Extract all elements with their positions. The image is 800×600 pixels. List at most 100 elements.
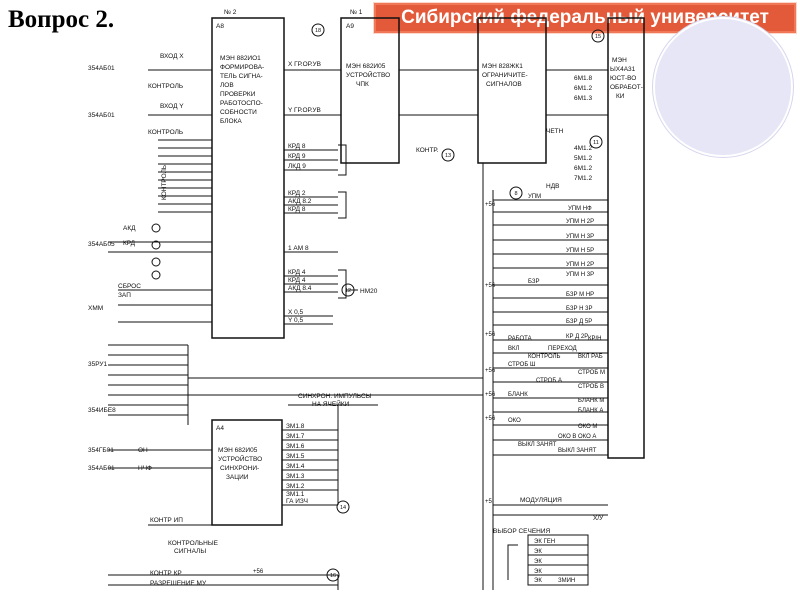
sig-right-gm: 6М1.8 6М1.2 6М1.3 4М1.2 5М1.2 6М1.2 7М1.… bbox=[574, 75, 592, 182]
label-kontr-kr: КОНТР КР bbox=[150, 570, 182, 577]
svg-text:+56: +56 bbox=[485, 202, 496, 208]
ref-b: 354АБ01 bbox=[88, 112, 115, 119]
svg-text:12: 12 bbox=[345, 288, 351, 294]
svg-text:ВКЛ: ВКЛ bbox=[508, 346, 519, 352]
svg-text:ЗМ1.8: ЗМ1.8 bbox=[286, 423, 305, 430]
label-kontr-ip: КОНТР ИП bbox=[150, 517, 183, 524]
svg-text:УПМ Н 3Р: УПМ Н 3Р bbox=[566, 272, 594, 278]
supply-labels: +56 +56 +56 +56 +56 +56 +5 +56 bbox=[253, 202, 496, 575]
svg-text:ОКО А: ОКО А bbox=[578, 434, 596, 440]
svg-text:18: 18 bbox=[315, 28, 321, 34]
svg-text:КИ: КИ bbox=[616, 93, 625, 100]
svg-text:15: 15 bbox=[595, 34, 601, 40]
sig-y-ch: Y 0,5 bbox=[288, 317, 303, 324]
label-kontrol-2: КОНТРОЛЬ bbox=[148, 129, 183, 136]
svg-text:МЭН 828ЖК1: МЭН 828ЖК1 bbox=[482, 63, 523, 70]
sig-kpd2: КРД 2 bbox=[288, 190, 306, 197]
svg-text:ЗМИН: ЗМИН bbox=[558, 578, 575, 584]
block-a5-text: МЭН 828ЖК1 ОГРАНИЧИТЕ- СИГНАЛОВ bbox=[482, 63, 528, 88]
svg-text:ЗМ1.7: ЗМ1.7 bbox=[286, 433, 305, 440]
svg-text:РАБОТА: РАБОТА bbox=[508, 336, 532, 342]
sig-kpd9: КРД 9 bbox=[288, 153, 306, 160]
sig-am-1: 1 АМ 8 bbox=[288, 245, 309, 252]
label-xmm: ХММ bbox=[88, 305, 103, 312]
svg-text:ЭК: ЭК bbox=[534, 569, 542, 575]
sig-kpd8: КРД 8 bbox=[288, 143, 306, 150]
block-a6-text: МЭН ЫХ4А31 ЮСТ-ВО ОБРАБОТ- КИ bbox=[610, 57, 643, 100]
block-a8-text: МЭН 882ИО1 ФОРМИРОВА- ТЕЛЬ СИГНА- ЛОВ ПР… bbox=[220, 55, 264, 125]
svg-text:ОБРАБОТ-: ОБРАБОТ- bbox=[610, 84, 643, 91]
svg-text:ПЕРЕХОД: ПЕРЕХОД bbox=[548, 346, 577, 352]
label-razresh: РАЗРЕШЕНИЕ МУ bbox=[150, 580, 207, 587]
svg-text:+56: +56 bbox=[485, 332, 496, 338]
label-vhod-x: ВХОД Х bbox=[160, 53, 184, 60]
label-zap: ЗАП bbox=[118, 292, 131, 299]
svg-text:+56: +56 bbox=[485, 392, 496, 398]
svg-text:4М1.2: 4М1.2 bbox=[574, 145, 592, 152]
svg-text:СТРОБ А: СТРОБ А bbox=[536, 378, 562, 384]
right-side-labels: УПМ УПМ НФ УПМ Н 2Р УПМ Н 3Р УПМ Н 5Р УП… bbox=[508, 194, 605, 454]
svg-text:СОБНОСТИ: СОБНОСТИ bbox=[220, 109, 257, 116]
num-top-2: № 2 bbox=[224, 9, 237, 16]
svg-text:+56: +56 bbox=[253, 569, 264, 575]
svg-text:7М1.2: 7М1.2 bbox=[574, 175, 592, 182]
label-nchf: НЧФ bbox=[138, 465, 152, 472]
svg-text:ЗМ1.2: ЗМ1.2 bbox=[286, 483, 305, 490]
svg-text:ЭК: ЭК bbox=[534, 578, 542, 584]
svg-text:БЗР: БЗР bbox=[528, 279, 540, 285]
svg-text:6М1.2: 6М1.2 bbox=[574, 85, 592, 92]
sig-ga-list: ГА ИЗЧ bbox=[286, 498, 308, 505]
svg-text:ЗМ1.3: ЗМ1.3 bbox=[286, 473, 305, 480]
svg-text:БЛОКА: БЛОКА bbox=[220, 118, 242, 125]
label-kontrol-vertical: КОНТРОЛЬ bbox=[161, 165, 168, 200]
ref-h: 354АБ01 bbox=[88, 465, 115, 472]
svg-text:БЛАНК: БЛАНК bbox=[508, 392, 528, 398]
slide-title: Вопрос 2. bbox=[8, 6, 115, 33]
svg-text:5М1.2: 5М1.2 bbox=[574, 155, 592, 162]
block-a9-text: МЭН 682И05 УСТРОЙСТВО ЧПК bbox=[346, 63, 390, 88]
sig-kontr-sv: КОНТР. bbox=[416, 147, 439, 154]
svg-text:ВЫКЛ ЗАНЯТ: ВЫКЛ ЗАНЯТ bbox=[518, 442, 557, 448]
svg-text:ЗАЦИИ: ЗАЦИИ bbox=[226, 474, 249, 481]
block-a9-label: А9 bbox=[346, 23, 354, 30]
svg-text:6М1.8: 6М1.8 bbox=[574, 75, 592, 82]
svg-text:ЫХ4А31: ЫХ4А31 bbox=[610, 66, 636, 73]
svg-text:ОКО М: ОКО М bbox=[578, 424, 597, 430]
svg-text:ТЕЛЬ СИГНА-: ТЕЛЬ СИГНА- bbox=[220, 73, 263, 80]
label-vhod-y: ВХОД Y bbox=[160, 103, 184, 110]
sig-lkd9: ЛКД 9 bbox=[288, 163, 306, 170]
svg-text:УПМ НФ: УПМ НФ bbox=[568, 206, 592, 212]
svg-text:УСТРОЙСТВО: УСТРОЙСТВО bbox=[218, 454, 262, 463]
svg-text:11: 11 bbox=[593, 140, 599, 146]
svg-text:6М1.3: 6М1.3 bbox=[574, 95, 592, 102]
svg-text:13: 13 bbox=[445, 153, 451, 159]
svg-text:ЗМ1.6: ЗМ1.6 bbox=[286, 443, 305, 450]
label-on: ОН bbox=[138, 447, 148, 454]
label-kontr-signal-1: КОНТРОЛЬНЫЕ bbox=[168, 540, 219, 547]
label-kontr-signal-2: СИГНАЛЫ bbox=[174, 548, 206, 555]
sig-kpd-r: КРД 8 bbox=[288, 206, 306, 213]
svg-text:УСТРОЙСТВО: УСТРОЙСТВО bbox=[346, 70, 390, 79]
sig-x-gr: Х ГР.ОР.УВ bbox=[288, 61, 321, 68]
svg-text:ЗМ1.4: ЗМ1.4 bbox=[286, 463, 305, 470]
svg-text:СИНХРОНИ-: СИНХРОНИ- bbox=[220, 465, 259, 472]
sig-y-gr: Y ГР.ОР.УВ bbox=[288, 107, 321, 114]
svg-text:16: 16 bbox=[330, 573, 336, 579]
sig-chetn: ЧЕТН bbox=[546, 128, 564, 135]
svg-text:ЭК: ЭК bbox=[534, 559, 542, 565]
svg-text:УПМ Н 2Р: УПМ Н 2Р bbox=[566, 262, 594, 268]
svg-text:СТРОБ В: СТРОБ В bbox=[578, 384, 604, 390]
svg-text:УПМ Н 2Р: УПМ Н 2Р bbox=[566, 219, 594, 225]
ref-f: 354ИБЕ8 bbox=[88, 407, 116, 414]
sig-sinhron-2: НА ЯЧЕЙКИ bbox=[312, 399, 350, 408]
label-xy: Х/У bbox=[593, 515, 604, 522]
svg-text:УПМ Н 3Р: УПМ Н 3Р bbox=[566, 234, 594, 240]
ref-a: 354АБ01 bbox=[88, 65, 115, 72]
svg-text:УПМ Н 5Р: УПМ Н 5Р bbox=[566, 248, 594, 254]
num-top-1: № 1 bbox=[350, 9, 363, 16]
label-vybor: ВЫБОР СЕЧЕНИЯ bbox=[493, 528, 551, 535]
svg-text:БЗР Н 3Р: БЗР Н 3Р bbox=[566, 306, 593, 312]
sig-ndv: НДВ bbox=[546, 183, 559, 190]
label-kontrol-1: КОНТРОЛЬ bbox=[148, 83, 183, 90]
svg-text:КР/Н: КР/Н bbox=[588, 336, 602, 342]
